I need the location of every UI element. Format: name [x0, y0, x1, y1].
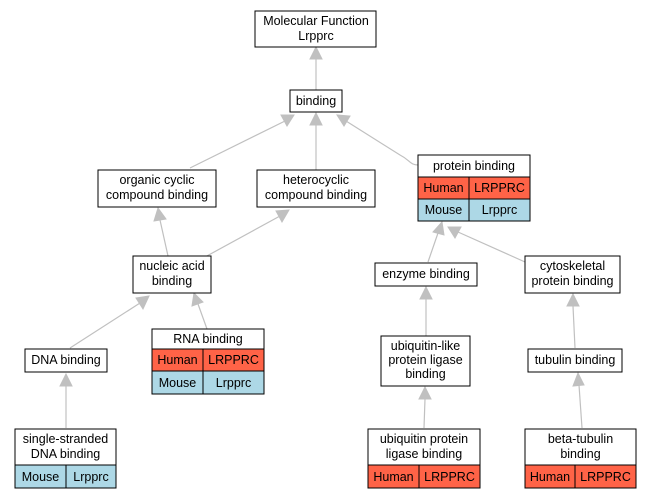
node-label: DNA binding [31, 353, 101, 367]
human-label: Human [157, 353, 197, 367]
node-label: enzyme binding [382, 267, 470, 281]
arrow-nucleic-right [191, 291, 204, 307]
node-label: binding [296, 94, 336, 108]
human-label: Human [423, 181, 463, 195]
node-label-line1: heterocyclic [283, 173, 349, 187]
edge-rna-nucleic [197, 303, 208, 330]
node-label: RNA binding [173, 332, 243, 346]
human-label: Human [530, 470, 570, 484]
arrow-organic [153, 206, 167, 222]
node-label-line3: binding [405, 367, 445, 381]
arrow-enzyme [419, 285, 433, 300]
node-label-line1: ubiquitin protein [380, 432, 468, 446]
node-label-line2: ligase binding [386, 447, 462, 461]
node-label-line1: cytoskeletal [540, 259, 605, 273]
node-label-line2: compound binding [106, 188, 208, 202]
node-label-line2: Lrpprc [298, 29, 333, 43]
edge-nucleic-organic [159, 219, 169, 257]
edge-enzyme-protein [427, 232, 439, 263]
node-heterocyclic-compound-binding[interactable]: heterocyclic compound binding [256, 169, 376, 208]
node-rna-binding[interactable]: RNA binding Human LRPPRC Mouse Lrpprc [151, 328, 265, 395]
node-binding[interactable]: binding [289, 89, 343, 113]
node-label-line2: protein binding [531, 274, 613, 288]
edge-beta-tubulin-tubulin [578, 384, 583, 429]
mouse-gene-cell [202, 370, 265, 395]
edge-organic-binding [189, 120, 286, 169]
node-enzyme-binding[interactable]: enzyme binding [374, 262, 478, 287]
node-label-line1: ubiquitin-like [391, 339, 461, 353]
edge-cytoskeletal-protein [457, 231, 526, 263]
human-gene-cell [418, 464, 481, 489]
node-label-line2: DNA binding [31, 447, 101, 461]
node-organic-cyclic-compound-binding[interactable]: organic cyclic compound binding [97, 169, 217, 208]
node-dna-binding[interactable]: DNA binding [24, 348, 108, 373]
arrow-ubl [418, 385, 432, 400]
node-label: protein binding [433, 159, 515, 173]
edge-nucleic-heterocyclic [204, 215, 281, 258]
node-protein-binding[interactable]: protein binding Human LRPPRC Mouse Lrppr… [417, 154, 531, 222]
mouse-gene: Lrpprc [73, 470, 108, 484]
node-nucleic-acid-binding[interactable]: nucleic acid binding [132, 255, 212, 294]
human-gene: LRPPRC [580, 470, 631, 484]
node-ubiquitin-protein-ligase-binding[interactable]: ubiquitin protein ligase binding Human L… [367, 428, 481, 489]
human-gene: LRPPRC [208, 353, 259, 367]
node-single-stranded-dna-binding[interactable]: single-stranded DNA binding Mouse Lrpprc [14, 428, 117, 489]
edge-protein-binding-binding [345, 120, 419, 166]
node-label-line1: single-stranded [23, 432, 109, 446]
mouse-gene: Lrpprc [216, 376, 251, 390]
node-tubulin-binding[interactable]: tubulin binding [527, 348, 623, 373]
arrow-root [309, 45, 323, 60]
node-label-line2: binding [560, 447, 600, 461]
arrow-protein-right [447, 226, 462, 239]
human-gene: LRPPRC [424, 470, 475, 484]
arrow-binding-left [280, 114, 295, 127]
human-gene: LRPPRC [474, 181, 525, 195]
arrow-tubulin [572, 371, 585, 387]
human-label: Human [373, 470, 413, 484]
mouse-label: Mouse [159, 376, 197, 390]
arrow-protein-left [432, 220, 445, 236]
human-gene-cell [574, 464, 637, 489]
arrow-binding-right [336, 114, 351, 127]
mouse-gene-cell [65, 464, 117, 489]
arrow-cytoskeletal [566, 292, 580, 307]
edge-ub-ligase-ubl [423, 398, 426, 429]
mouse-gene-cell [468, 198, 531, 222]
arrow-dna [59, 372, 73, 387]
node-label-line1: beta-tubulin [548, 432, 613, 446]
mouse-label: Mouse [22, 470, 60, 484]
node-label-line1: organic cyclic [119, 173, 194, 187]
node-cytoskeletal-protein-binding[interactable]: cytoskeletal protein binding [524, 255, 621, 294]
edge-tubulin-cytoskeletal [572, 305, 576, 349]
node-label-line2: protein ligase [388, 353, 462, 367]
arrow-binding-center [309, 111, 323, 126]
node-beta-tubulin-binding[interactable]: beta-tubulin binding Human LRPPRC [524, 428, 637, 489]
node-label-line2: compound binding [265, 188, 367, 202]
edges [59, 45, 585, 429]
mouse-label: Mouse [425, 203, 463, 217]
node-ubiquitin-like-protein-ligase-binding[interactable]: ubiquitin-like protein ligase binding [380, 335, 471, 387]
arrow-heterocyclic [275, 209, 290, 224]
node-label-line1: nucleic acid [139, 259, 204, 273]
arrow-nucleic-left [135, 295, 150, 311]
node-molecular-function[interactable]: Molecular Function Lrpprc [254, 10, 377, 48]
node-label-line1: Molecular Function [263, 14, 369, 28]
node-label-line2: binding [152, 274, 192, 288]
mouse-gene: Lrpprc [482, 203, 517, 217]
edge-dna-nucleic [69, 302, 141, 349]
node-label: tubulin binding [535, 353, 616, 367]
